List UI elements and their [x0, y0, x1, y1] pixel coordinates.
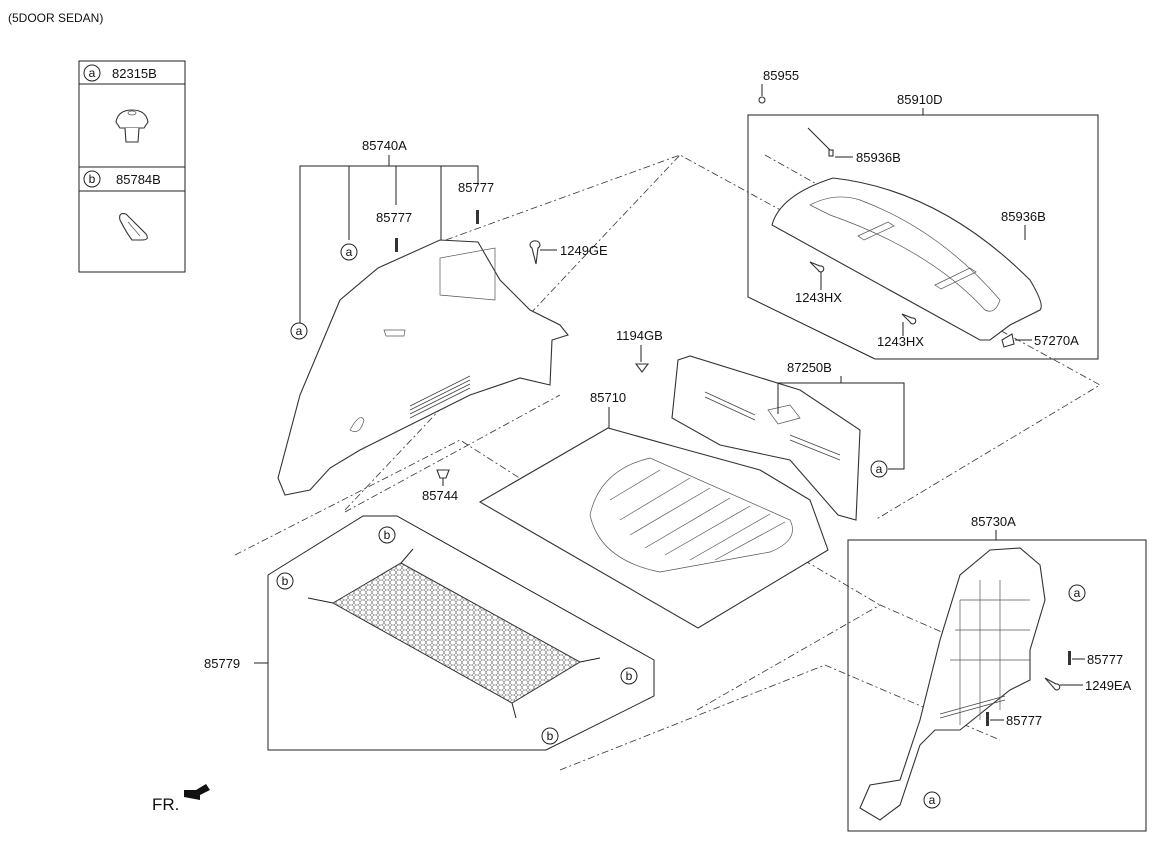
ref-b: b: [626, 669, 633, 683]
cargo-net: [331, 562, 581, 704]
legend-row-b[interactable]: b 85784B: [83, 170, 161, 241]
label-1249EA: 1249EA: [1085, 678, 1132, 693]
side-trim-right-assembly[interactable]: 85730A a a 85777 1249EA 85777: [847, 514, 1147, 832]
legend-table: a 82315B b 85784B: [78, 60, 186, 273]
ref-b: b: [547, 729, 554, 743]
stud-icon: [986, 712, 989, 726]
package-tray-assembly[interactable]: 85955 85910D 85936B 85936B 1243HX 1243HX…: [747, 68, 1099, 360]
stud-icon: [476, 210, 479, 224]
label-1194GB: 1194GB: [616, 328, 663, 343]
bolt-icon: [901, 313, 917, 325]
ref-b: b: [384, 528, 391, 542]
ref-a: a: [929, 793, 936, 807]
label-1249GE: 1249GE: [560, 243, 608, 258]
clip-fastener-icon: [115, 109, 149, 143]
floor-covering-assembly[interactable]: 85710: [478, 390, 829, 629]
ref-a: a: [296, 324, 303, 338]
side-trim-left-panel: [277, 239, 569, 496]
label-1243HX-1: 1243HX: [795, 290, 842, 305]
bracket-icon: [1001, 333, 1015, 348]
luggage-net-assembly[interactable]: 85779 b b b b: [204, 515, 655, 751]
label-85777-right-1: 85777: [1087, 652, 1123, 667]
front-label: FR.: [152, 795, 179, 814]
side-trim-right-panel: [859, 547, 1046, 821]
ref-a: a: [346, 245, 353, 259]
label-85777-left-1: 85777: [376, 210, 412, 225]
stud-icon: [395, 238, 398, 252]
label-85740A: 85740A: [362, 138, 407, 153]
legend-part-b: 85784B: [116, 172, 161, 187]
transverse-trim-assembly[interactable]: 1194GB 87250B a: [616, 328, 905, 521]
legend-row-a[interactable]: a 82315B: [83, 64, 157, 143]
label-85710: 85710: [590, 390, 626, 405]
nut-icon: [758, 96, 766, 104]
label-85730A: 85730A: [971, 514, 1016, 529]
front-direction-indicator: FR.: [152, 784, 210, 814]
label-85744: 85744: [422, 488, 458, 503]
screw-icon: [529, 240, 541, 265]
hook-clip-icon: [119, 213, 148, 241]
label-1243HX-2: 1243HX: [877, 334, 924, 349]
diagram-title: (5DOOR SEDAN): [8, 11, 103, 25]
label-57270A: 57270A: [1034, 333, 1079, 348]
label-85779: 85779: [204, 656, 240, 671]
bolt-icon: [809, 261, 825, 273]
legend-key-b: b: [89, 172, 96, 186]
label-85777-left-2: 85777: [458, 180, 494, 195]
stud-icon: [1068, 651, 1071, 665]
transverse-trim-panel: [671, 355, 861, 521]
legend-part-a: 82315B: [112, 66, 157, 81]
label-87250B: 87250B: [787, 360, 832, 375]
label-85910D: 85910D: [897, 92, 943, 107]
legend-key-a: a: [89, 66, 96, 80]
screw-icon: [1044, 677, 1061, 691]
ref-a: a: [876, 462, 883, 476]
side-trim-left-assembly[interactable]: 85740A 85777 85777 a a 1249GE 85744: [277, 138, 608, 503]
ref-b: b: [282, 574, 289, 588]
ref-a: a: [1074, 586, 1081, 600]
label-85777-right-2: 85777: [1006, 713, 1042, 728]
floor-covering-panel: [478, 427, 829, 629]
front-arrow-icon: [184, 784, 210, 800]
label-85936B-1: 85936B: [856, 150, 901, 165]
label-85936B-2: 85936B: [1001, 209, 1046, 224]
clip-icon: [634, 363, 650, 373]
label-85955: 85955: [763, 68, 799, 83]
clip-icon: [436, 469, 450, 479]
